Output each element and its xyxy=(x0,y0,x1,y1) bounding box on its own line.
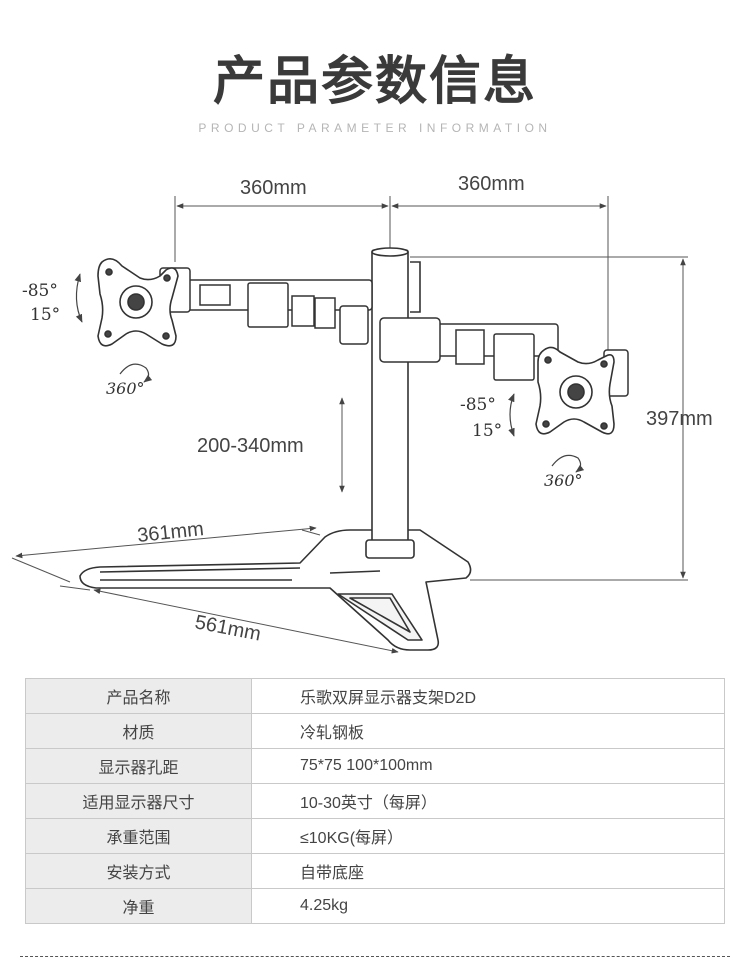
left-rotate-label: 360° xyxy=(106,379,145,398)
spec-label: 材质 xyxy=(25,713,252,749)
table-row: 安装方式 自带底座 xyxy=(25,853,725,889)
spec-label: 显示器孔距 xyxy=(25,748,252,784)
page-title: 产品参数信息 xyxy=(212,52,537,112)
height-label: 397mm xyxy=(646,408,713,430)
spec-value: 10-30英寸（每屏） xyxy=(251,783,725,819)
spec-value: 75*75 100*100mm xyxy=(251,748,725,784)
right-vesa-plate xyxy=(535,346,615,435)
right-tilt-up-label: -85° xyxy=(460,395,496,415)
spec-value: 自带底座 xyxy=(251,853,725,889)
spec-value: 4.25kg xyxy=(251,888,725,924)
left-tilt-up-label: -85° xyxy=(22,281,58,301)
spec-value: 乐歌双屏显示器支架D2D xyxy=(251,678,725,714)
spec-label: 净重 xyxy=(25,888,252,924)
spec-value: 冷轧钢板 xyxy=(251,713,725,749)
spec-table: 产品名称 乐歌双屏显示器支架D2D 材质 冷轧钢板 显示器孔距 75*75 10… xyxy=(25,678,725,924)
arm-left-width-label: 360mm xyxy=(240,177,307,199)
base-depth-label: 561mm xyxy=(193,611,263,645)
spec-label: 产品名称 xyxy=(25,678,252,714)
base-width-label: 361mm xyxy=(136,518,205,547)
stand-pole xyxy=(365,247,421,559)
spec-label: 适用显示器尺寸 xyxy=(25,783,252,819)
spec-value: ≤10KG(每屏） xyxy=(251,818,725,854)
left-arm xyxy=(159,267,373,345)
section-divider xyxy=(20,956,730,957)
height-adjust-label: 200-340mm xyxy=(197,435,304,457)
rotation-indicators xyxy=(74,273,585,473)
table-row: 材质 冷轧钢板 xyxy=(25,713,725,749)
table-row: 显示器孔距 75*75 100*100mm xyxy=(25,748,725,784)
left-tilt-down-label: 15° xyxy=(30,305,60,325)
monitor-stand-diagram: 360mm 360mm 397mm 200-340mm 361mm 561mm xyxy=(11,173,713,654)
table-row: 产品名称 乐歌双屏显示器支架D2D xyxy=(25,678,725,714)
right-tilt-down-label: 15° xyxy=(472,421,502,441)
right-arm xyxy=(379,317,629,397)
arm-right-width-label: 360mm xyxy=(458,173,525,195)
table-row: 适用显示器尺寸 10-30英寸（每屏） xyxy=(25,783,725,819)
table-row: 承重范围 ≤10KG(每屏） xyxy=(25,818,725,854)
right-rotate-label: 360° xyxy=(544,471,583,490)
spec-label: 承重范围 xyxy=(25,818,252,854)
left-vesa-plate xyxy=(97,258,179,347)
table-row: 净重 4.25kg xyxy=(25,888,725,924)
stand-base xyxy=(79,529,472,651)
spec-label: 安装方式 xyxy=(25,853,252,889)
page-subtitle: PRODUCT PARAMETER INFORMATION xyxy=(198,121,552,135)
dimension-lines xyxy=(11,196,688,654)
